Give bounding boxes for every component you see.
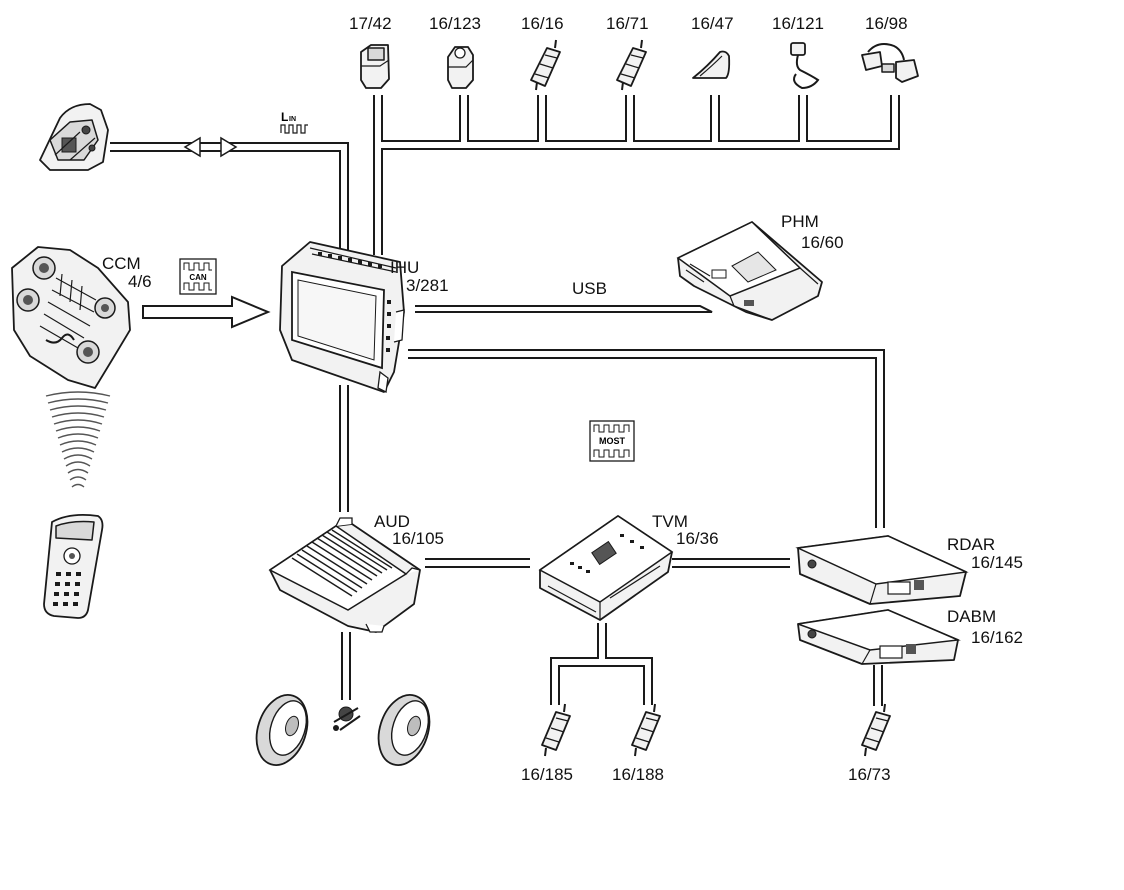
- ihu-unit-icon: [279, 241, 405, 393]
- can-arrow: [142, 295, 271, 329]
- ccm-code-label: 4/6: [128, 272, 152, 291]
- tvm-module-icon: [538, 515, 674, 621]
- antenna-amplifier-icon: [616, 39, 647, 91]
- switch-icon: [360, 44, 390, 89]
- top-device-code: 17/42: [349, 14, 392, 33]
- usb-wire: [415, 305, 713, 313]
- svg-text:L: L: [281, 110, 288, 124]
- roof-antenna-icon: [692, 50, 731, 79]
- aud-code-label: 16/105: [392, 529, 444, 548]
- aud-amplifier-icon: [268, 517, 421, 633]
- remote-control-icon: [43, 513, 104, 619]
- tvm-antenna-wire: [550, 621, 653, 707]
- rdar-name-label: RDAR: [947, 535, 996, 554]
- speaker-icon: [377, 694, 431, 766]
- microphone-icon: [790, 42, 820, 90]
- tweeter-icon: [333, 706, 361, 731]
- phm-module-icon: [676, 221, 823, 321]
- rdar-module-icon: [795, 535, 969, 605]
- phm-code-label: 16/60: [801, 233, 844, 252]
- most-ring-wire: [339, 349, 885, 568]
- most-signal-badge: MOST: [589, 420, 635, 462]
- can-signal-badge: CAN: [179, 258, 217, 295]
- svg-text:IN: IN: [289, 116, 296, 123]
- usb-socket-icon: [447, 46, 474, 89]
- rdar-code-label: 16/145: [971, 553, 1023, 572]
- tvm-code-label: 16/36: [676, 529, 719, 548]
- dabm-name-label: DABM: [947, 607, 997, 626]
- aud-name-label: AUD: [374, 512, 410, 531]
- top-device-code: 16/47: [691, 14, 734, 33]
- tvm-name-label: TVM: [652, 512, 688, 531]
- antenna-amplifier-icon: [541, 703, 571, 757]
- top-device-code: 16/16: [521, 14, 564, 33]
- wires: [110, 95, 900, 707]
- antenna-amplifier-icon: [861, 703, 891, 757]
- usb-link-label: USB: [572, 279, 607, 298]
- top-row-devices: [360, 39, 919, 91]
- bottom-device-code: 16/185: [521, 765, 573, 784]
- steering-wheel-module-icon: [39, 103, 109, 171]
- speaker-icon: [255, 694, 309, 766]
- ihu-name-label: IHU: [390, 258, 420, 277]
- phm-name-label: PHM: [781, 212, 819, 231]
- top-device-code: 16/71: [606, 14, 649, 33]
- svg-text:MOST: MOST: [599, 436, 626, 446]
- dabm-module-icon: [797, 609, 961, 665]
- aux-connector-icon: [861, 43, 919, 83]
- lin-wire: [110, 136, 349, 254]
- top-device-code: 16/123: [429, 14, 481, 33]
- ir-signal-waves: [45, 391, 111, 488]
- antenna-amplifier-icon: [530, 39, 561, 91]
- dabm-code-label: 16/162: [971, 628, 1023, 647]
- ihu-code-label: 3/281: [406, 276, 449, 295]
- lin-signal-badge: L IN: [280, 110, 308, 134]
- antenna-amplifier-icon: [631, 703, 661, 757]
- svg-text:CAN: CAN: [189, 273, 207, 282]
- top-bus-wire: [373, 95, 900, 256]
- ccm-name-label: CCM: [102, 254, 141, 273]
- bottom-device-code: 16/188: [612, 765, 664, 784]
- bottom-device-code: 16/73: [848, 765, 891, 784]
- ccm-climate-panel-icon: [11, 246, 131, 389]
- top-device-code: 16/121: [772, 14, 824, 33]
- top-device-code: 16/98: [865, 14, 908, 33]
